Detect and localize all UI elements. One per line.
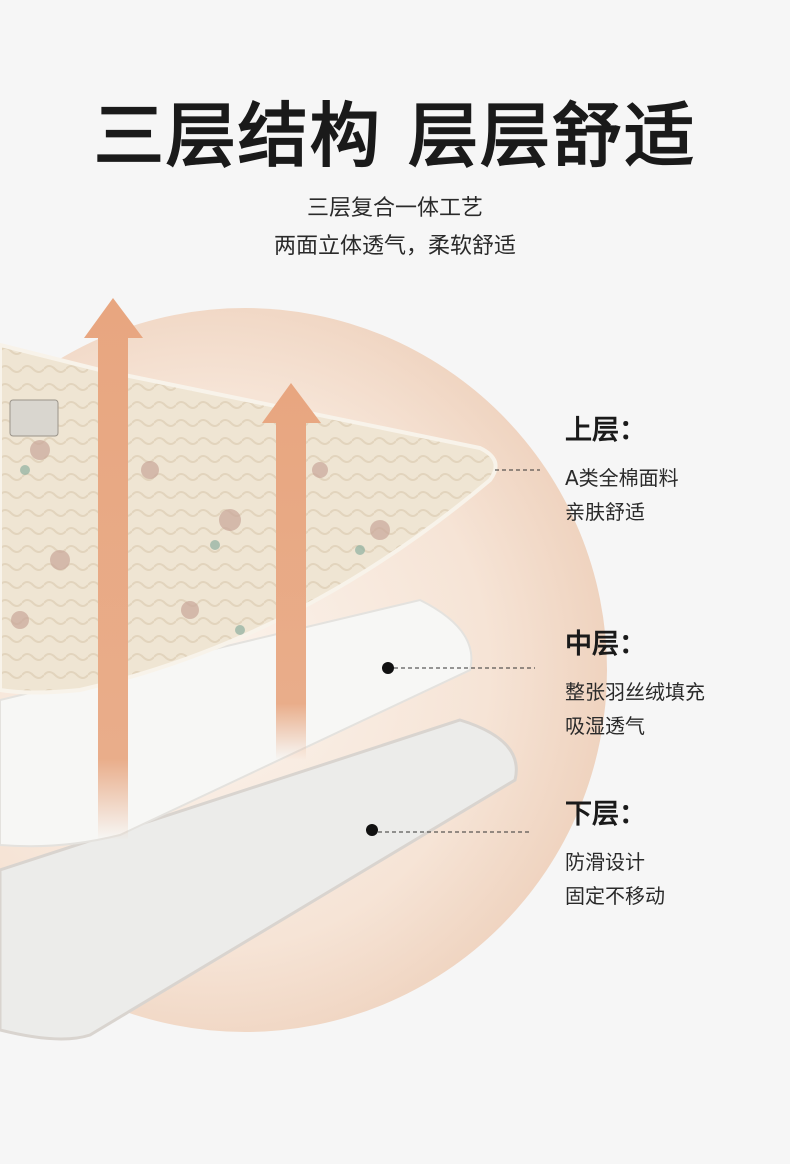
bottom-layer	[0, 718, 518, 1041]
dot-bottom	[366, 824, 378, 836]
airflow-arrow-icon	[84, 298, 143, 840]
subtitle-line-2: 两面立体透气，柔软舒适	[273, 234, 516, 259]
layer-label-middle: 中层： 整张羽丝绒填充 吸湿透气	[565, 622, 705, 743]
layer-desc: 整张羽丝绒填充	[565, 680, 705, 704]
layer-desc: 亲肤舒适	[565, 500, 645, 524]
layer-heading: 上层：	[565, 415, 646, 446]
layer-desc: 固定不移动	[565, 884, 665, 908]
layer-desc: 吸湿透气	[565, 714, 645, 738]
layer-heading: 中层：	[565, 629, 646, 660]
layer-label-bottom: 下层： 防滑设计 固定不移动	[565, 792, 665, 913]
layer-desc: A类全棉面料	[565, 466, 679, 490]
rose-prints	[11, 440, 390, 629]
layer-desc: 防滑设计	[565, 850, 645, 874]
layer-label-top: 上层： A类全棉面料 亲肤舒适	[565, 408, 679, 529]
subtitle-line-1: 三层复合一体工艺	[306, 196, 483, 221]
perfume-bottle	[9, 399, 59, 437]
dot-middle	[382, 662, 394, 674]
page-title: 三层结构 层层舒适	[93, 95, 697, 177]
airflow-arrow-icon	[262, 383, 321, 760]
layer-heading: 下层：	[565, 799, 646, 830]
